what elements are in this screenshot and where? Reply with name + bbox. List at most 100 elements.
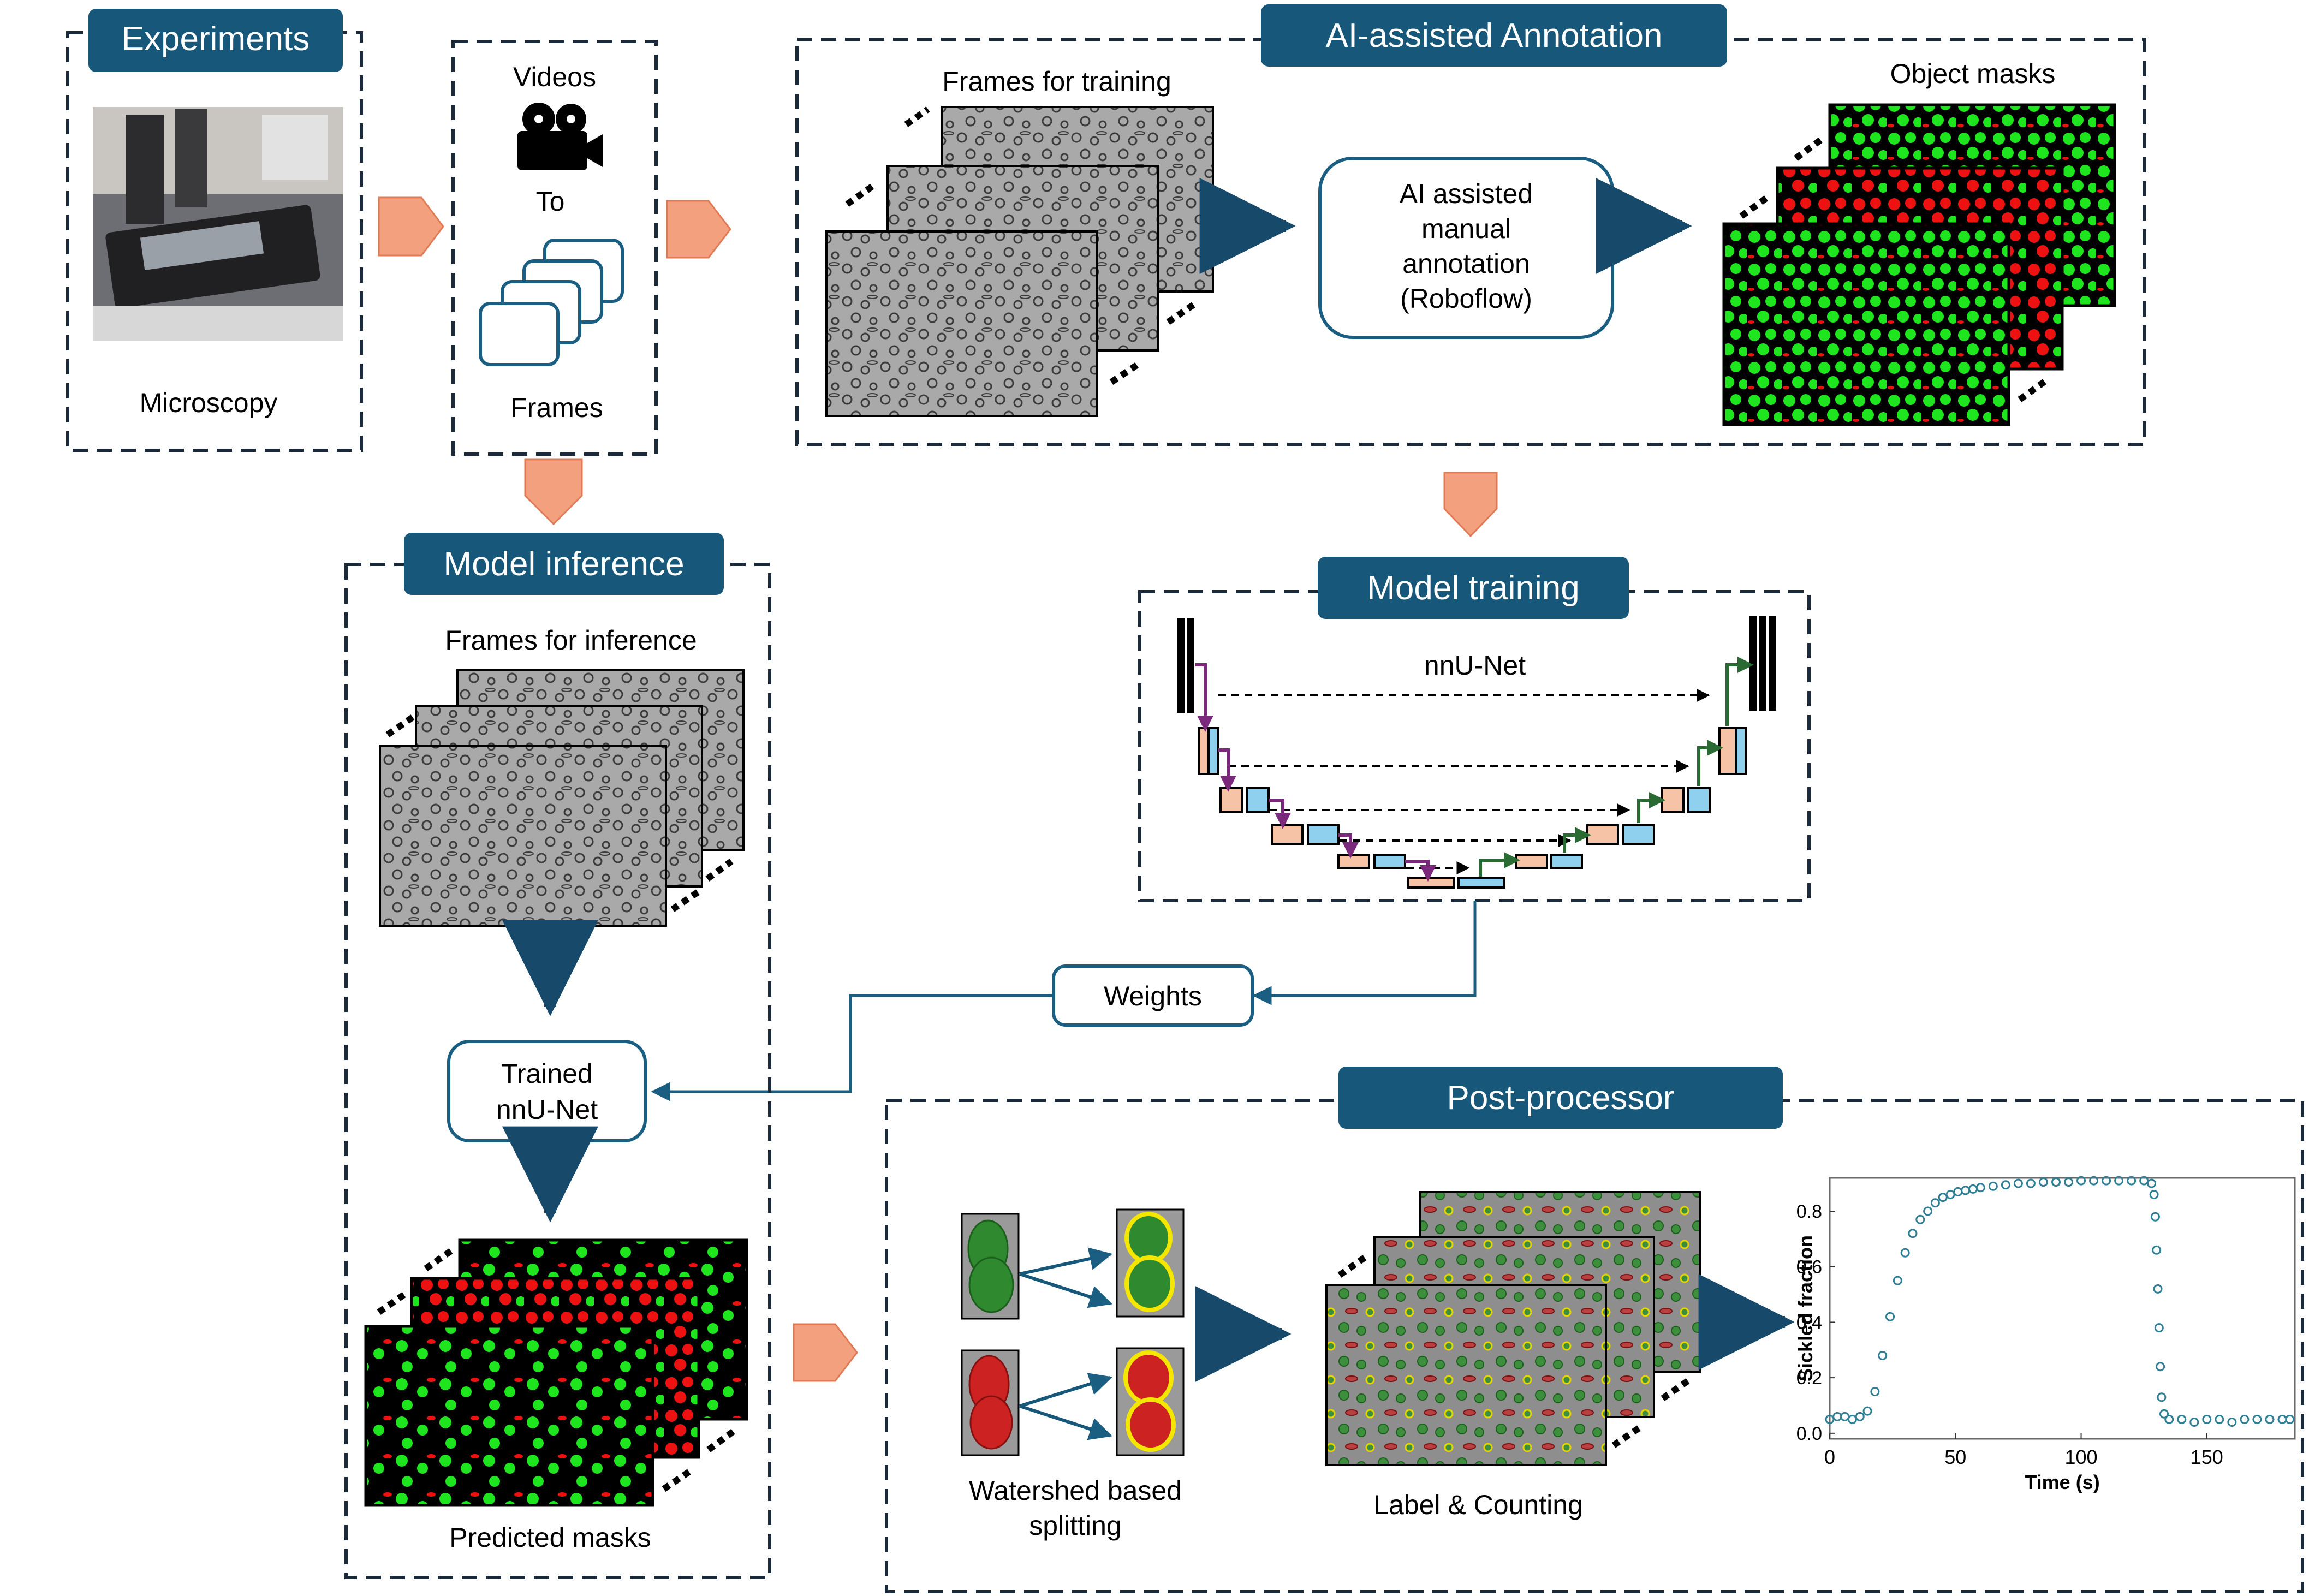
object-masks-dots bbox=[1739, 137, 2049, 402]
chart-point bbox=[2252, 1414, 2262, 1424]
chart-point bbox=[2177, 1414, 2187, 1424]
chart-point bbox=[2164, 1414, 2174, 1424]
annotation-tool-line-4: (Roboflow) bbox=[1400, 283, 1532, 314]
connector-training-to-weights bbox=[1252, 901, 1477, 1005]
chart-point bbox=[2240, 1414, 2250, 1424]
experiments-header bbox=[88, 9, 343, 72]
chart-point bbox=[2154, 1323, 2164, 1333]
chart-point bbox=[1915, 1214, 1925, 1224]
annotation-tool-line-1: AI assisted bbox=[1400, 178, 1533, 209]
chart-point bbox=[2013, 1178, 2023, 1188]
object-masks-stack bbox=[1722, 103, 2116, 426]
annotation-header bbox=[1261, 4, 1727, 67]
chart-point bbox=[2153, 1284, 2163, 1294]
chart-point bbox=[2159, 1409, 2169, 1419]
chart-point bbox=[1938, 1193, 1948, 1202]
stage-arrow-1 bbox=[378, 196, 444, 257]
chart-ytick-label: 0.0 bbox=[1796, 1424, 1822, 1444]
training-frames-stack bbox=[825, 106, 1214, 417]
inference-frames-label: Frames for inference bbox=[445, 625, 697, 656]
training-title: Model training bbox=[1367, 569, 1579, 607]
inference-border bbox=[344, 563, 771, 1579]
annotation-title: AI-assisted Annotation bbox=[1326, 17, 1663, 55]
post-title: Post-processor bbox=[1447, 1079, 1675, 1117]
chart-point bbox=[2202, 1414, 2212, 1424]
experiments-caption: Microscopy bbox=[140, 388, 278, 418]
post-header bbox=[1338, 1067, 1783, 1129]
chart-point bbox=[1825, 1414, 1835, 1424]
chart-xtick-label: 100 bbox=[2065, 1446, 2098, 1468]
chart-xtick-label: 150 bbox=[2191, 1446, 2223, 1468]
nnunet-label: nnU-Net bbox=[1424, 650, 1526, 681]
training-frames-label: Frames for training bbox=[942, 66, 1171, 97]
watershed-line-2: splitting bbox=[1029, 1510, 1122, 1541]
object-masks-label: Object masks bbox=[1890, 58, 2056, 89]
training-border bbox=[1138, 590, 1811, 902]
labeled-frames-dots bbox=[1337, 1255, 1690, 1448]
annotation-tool-line-2: manual bbox=[1421, 213, 1511, 244]
chart-point bbox=[2157, 1392, 2167, 1402]
connector-weights-to-model bbox=[651, 994, 1054, 1101]
chart-point bbox=[2149, 1190, 2159, 1200]
videos-panel: Videos To Frames bbox=[451, 40, 658, 456]
microscope-photo bbox=[93, 107, 343, 341]
chart-point bbox=[2156, 1362, 2165, 1372]
inference-panel: Model inference Frames for inference Tra… bbox=[344, 533, 771, 1579]
chart-point bbox=[2127, 1176, 2137, 1186]
chart-yticks: 0.00.20.40.60.8 bbox=[1796, 1201, 1835, 1444]
chart-ytick-label: 0.2 bbox=[1796, 1368, 1822, 1389]
stage-arrow-down-1 bbox=[524, 458, 583, 526]
labeled-frames-stack bbox=[1325, 1191, 1701, 1466]
frames-stack-icon bbox=[479, 239, 624, 366]
weights-label: Weights bbox=[1104, 981, 1202, 1011]
chart-frame bbox=[1829, 1177, 2296, 1440]
stage-arrow-2 bbox=[666, 200, 731, 259]
trained-model-box bbox=[447, 1040, 647, 1142]
chart-point bbox=[2026, 1178, 2036, 1188]
chart-point bbox=[2189, 1417, 2199, 1427]
inference-header bbox=[404, 533, 724, 595]
chart-point bbox=[2114, 1176, 2124, 1186]
chart-point bbox=[2089, 1176, 2099, 1186]
annotation-panel: AI-assisted Annotation Frames for traini… bbox=[795, 4, 2146, 446]
upsample-arrows bbox=[1479, 657, 1754, 877]
trained-model-line-2: nnU-Net bbox=[496, 1094, 598, 1125]
inference-frames-stack bbox=[379, 669, 745, 927]
stage-arrow-down-2 bbox=[1443, 472, 1498, 538]
chart-point bbox=[2146, 1178, 2156, 1188]
chart-point bbox=[1908, 1229, 1918, 1238]
inference-title: Model inference bbox=[443, 545, 684, 583]
chart-points bbox=[1825, 1176, 2295, 1427]
video-camera-icon bbox=[517, 103, 603, 170]
chart-xtick-label: 50 bbox=[1944, 1446, 1966, 1468]
chart-point bbox=[1885, 1312, 1895, 1321]
trained-model-line-1: Trained bbox=[501, 1058, 593, 1089]
chart-point bbox=[2215, 1414, 2224, 1424]
chart-point bbox=[2139, 1176, 2149, 1186]
videos-border bbox=[451, 40, 658, 456]
chart-point bbox=[1847, 1414, 1857, 1424]
experiments-panel: Experiments Microscopy bbox=[66, 9, 363, 452]
chart-point bbox=[2150, 1212, 2160, 1222]
chart-point bbox=[2227, 1417, 2237, 1427]
predicted-masks-stack bbox=[364, 1238, 748, 1507]
chart-ytick-label: 0.8 bbox=[1796, 1201, 1822, 1222]
chart-point bbox=[2265, 1414, 2275, 1424]
videos-label: Videos bbox=[513, 62, 596, 92]
chart-point bbox=[2001, 1180, 2010, 1190]
chart-point bbox=[1878, 1350, 1888, 1360]
inference-frames-dots bbox=[385, 714, 734, 912]
chart-ylabel: Sickled fraction bbox=[1794, 1235, 1817, 1381]
predicted-masks-label: Predicted masks bbox=[449, 1522, 651, 1553]
chart-point bbox=[1855, 1412, 1865, 1421]
chart-xtick-label: 0 bbox=[1824, 1446, 1835, 1468]
chart-xticks: 0 50 100 150 bbox=[1824, 1433, 2223, 1468]
chart-point bbox=[1923, 1206, 1933, 1216]
chart-ytick-label: 0.4 bbox=[1796, 1312, 1822, 1333]
experiments-title: Experiments bbox=[122, 20, 310, 58]
chart-point bbox=[1870, 1387, 1880, 1397]
chart-point bbox=[1862, 1406, 1872, 1416]
chart-point bbox=[1930, 1198, 1940, 1208]
